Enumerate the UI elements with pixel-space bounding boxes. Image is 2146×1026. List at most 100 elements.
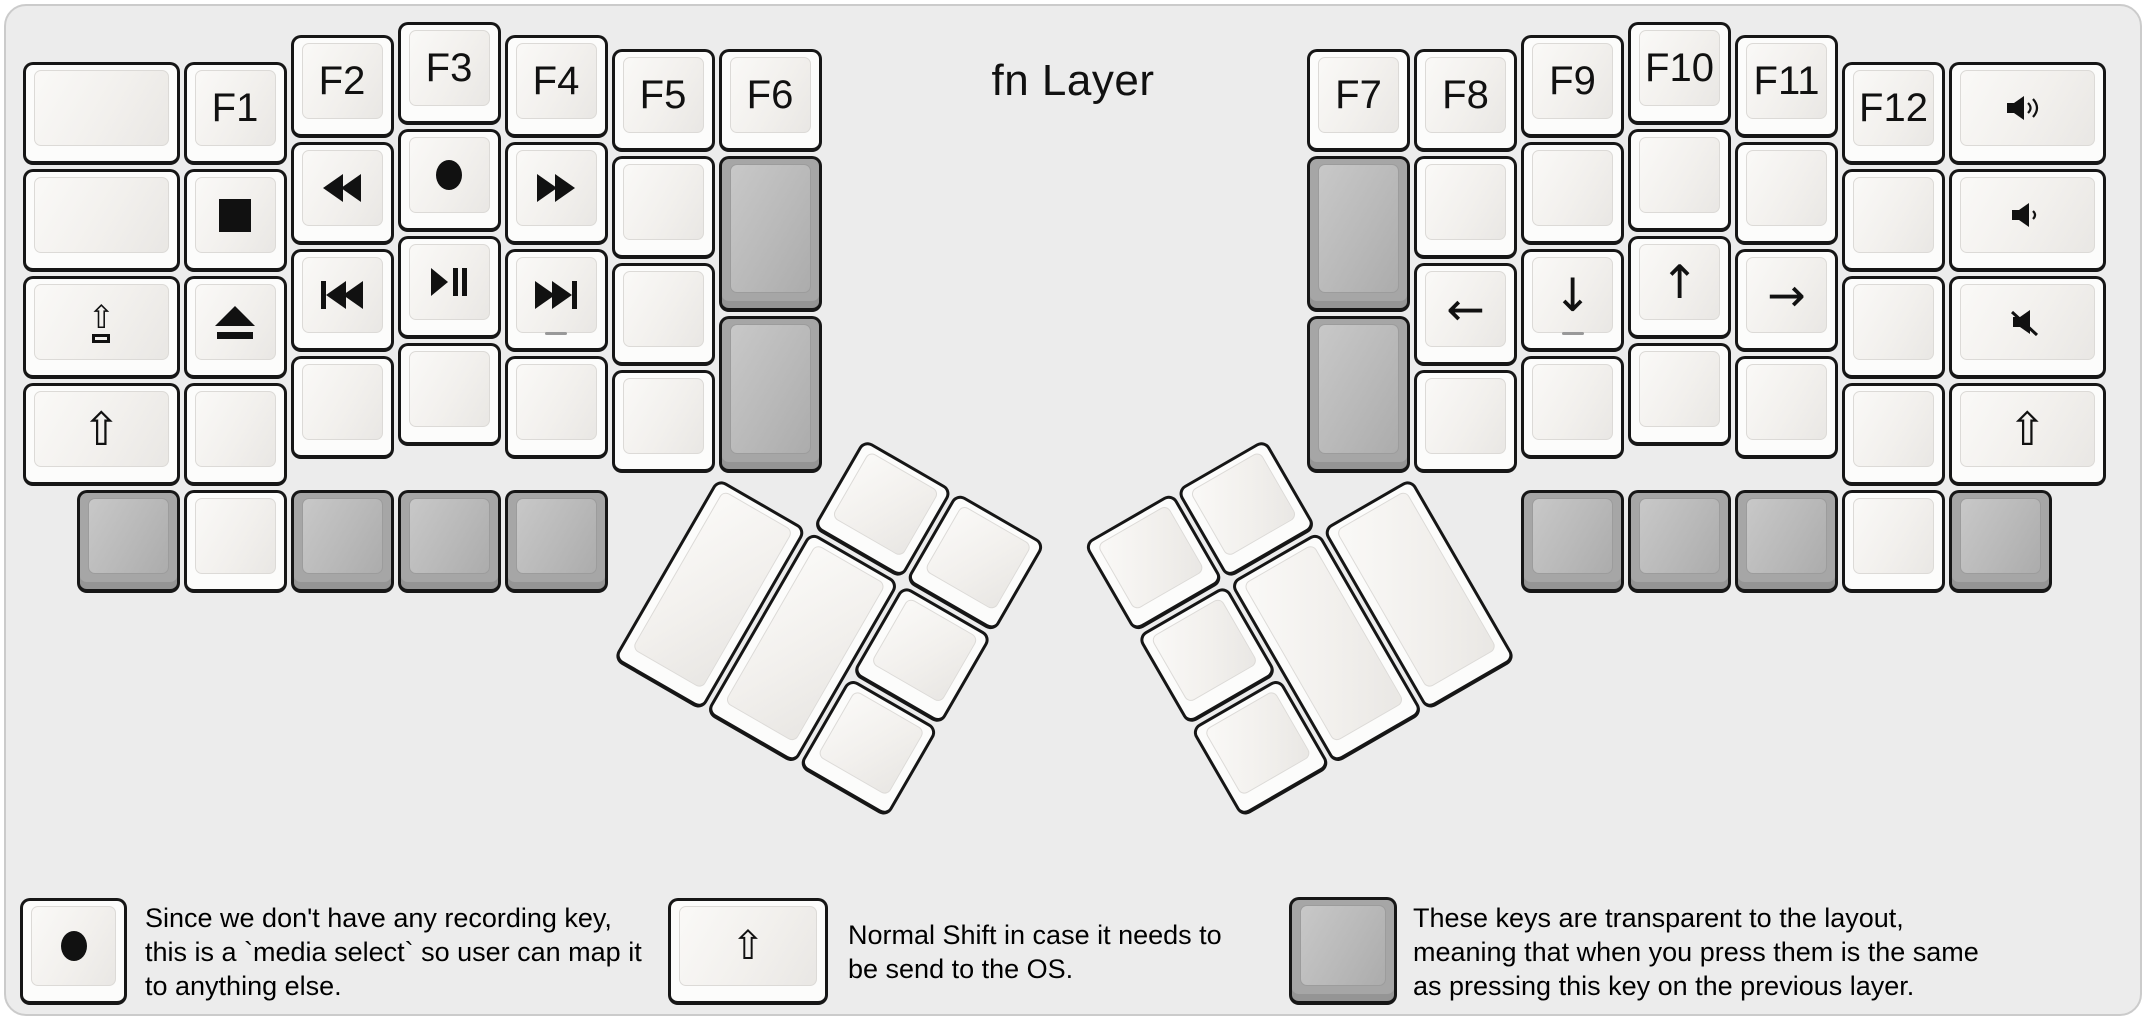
key-blank[interactable] bbox=[611, 369, 715, 473]
key-play-pause[interactable] bbox=[397, 236, 501, 339]
key-f4[interactable]: F4 bbox=[504, 35, 608, 139]
key-mute[interactable] bbox=[1949, 276, 2106, 380]
keycap-surface: F1 bbox=[194, 70, 276, 147]
key-transparent[interactable] bbox=[1628, 490, 1731, 594]
shift-icon: ⇧ bbox=[731, 923, 765, 969]
keycap-surface: ↓ bbox=[1532, 257, 1613, 334]
keycap-surface bbox=[1746, 498, 1827, 575]
key-blank[interactable] bbox=[1842, 276, 1945, 380]
key-caps-lock[interactable]: ⇧ bbox=[23, 276, 180, 380]
legend-text: These keys are transparent to the layout… bbox=[1413, 903, 1979, 1001]
key-volume-down[interactable] bbox=[1949, 169, 2106, 273]
keycap-surface bbox=[408, 498, 490, 575]
keycap-surface bbox=[1425, 377, 1506, 454]
key-arrow-down[interactable]: ↓ bbox=[1521, 249, 1624, 353]
key-arrow-up[interactable]: ↑ bbox=[1628, 236, 1731, 339]
key-blank[interactable] bbox=[504, 356, 608, 460]
key-label: F10 bbox=[1645, 46, 1714, 90]
key-transparent[interactable] bbox=[1307, 316, 1410, 473]
key-blank[interactable] bbox=[611, 155, 715, 259]
key-f6[interactable]: F6 bbox=[718, 48, 822, 152]
key-transparent[interactable] bbox=[1307, 155, 1410, 313]
key-blank[interactable] bbox=[611, 262, 715, 366]
key-f8[interactable]: F8 bbox=[1414, 48, 1517, 152]
key-label: F11 bbox=[1753, 59, 1820, 104]
key-f10[interactable]: F10 bbox=[1628, 22, 1731, 125]
legend-key-record[interactable] bbox=[20, 898, 127, 1005]
key-prev-track[interactable] bbox=[290, 249, 394, 353]
key-blank[interactable] bbox=[290, 356, 394, 460]
key-record[interactable] bbox=[397, 129, 501, 232]
key-f2[interactable]: F2 bbox=[290, 35, 394, 139]
eject-icon bbox=[215, 305, 255, 339]
key-label: F2 bbox=[318, 59, 366, 104]
key-blank[interactable] bbox=[1521, 142, 1624, 246]
caps-lock-arrow: ⇧ bbox=[87, 298, 115, 337]
shift-icon: ⇧ bbox=[81, 402, 121, 457]
keycap-surface bbox=[622, 163, 704, 240]
key-next-track[interactable] bbox=[504, 249, 608, 353]
key-shift-left[interactable]: ⇧ bbox=[23, 383, 180, 487]
key-arrow-left[interactable]: ← bbox=[1414, 262, 1517, 366]
key-volume-up[interactable] bbox=[1949, 62, 2106, 166]
key-blank[interactable] bbox=[1628, 129, 1731, 232]
key-label: F1 bbox=[211, 86, 259, 131]
stop-icon bbox=[219, 198, 251, 232]
keycap-surface bbox=[1532, 364, 1613, 441]
keycap-surface bbox=[408, 244, 490, 320]
keycap-surface: ⇧ bbox=[1960, 391, 2095, 468]
key-eject[interactable] bbox=[183, 276, 287, 380]
key-f7[interactable]: F7 bbox=[1307, 48, 1410, 152]
key-shift-right[interactable]: ⇧ bbox=[1949, 383, 2106, 487]
keycap-surface bbox=[301, 150, 383, 227]
key-transparent[interactable] bbox=[718, 155, 822, 313]
key-rewind[interactable] bbox=[290, 142, 394, 246]
key-blank[interactable] bbox=[1842, 490, 1945, 594]
keycap-surface: F11 bbox=[1746, 43, 1827, 120]
key-blank[interactable] bbox=[23, 169, 180, 273]
caps-lock-icon: ⇧ bbox=[87, 298, 115, 344]
keycap-surface bbox=[194, 284, 276, 361]
legend-key-transparent[interactable] bbox=[1289, 897, 1397, 1005]
key-f11[interactable]: F11 bbox=[1735, 35, 1838, 139]
key-blank[interactable] bbox=[1628, 343, 1731, 446]
key-blank[interactable] bbox=[1414, 369, 1517, 473]
keycap-surface bbox=[1960, 498, 2041, 575]
key-f3[interactable]: F3 bbox=[397, 22, 501, 125]
key-transparent[interactable] bbox=[718, 316, 822, 473]
key-transparent[interactable] bbox=[504, 490, 608, 594]
shift-icon: ⇧ bbox=[2007, 402, 2047, 457]
key-blank[interactable] bbox=[183, 383, 287, 487]
key-f5[interactable]: F5 bbox=[611, 48, 715, 152]
key-transparent[interactable] bbox=[1521, 490, 1624, 594]
key-transparent[interactable] bbox=[76, 490, 180, 594]
key-f9[interactable]: F9 bbox=[1521, 35, 1624, 139]
key-blank[interactable] bbox=[1735, 356, 1838, 460]
key-blank[interactable] bbox=[1414, 155, 1517, 259]
key-blank[interactable] bbox=[1521, 356, 1624, 460]
key-transparent[interactable] bbox=[1949, 490, 2052, 594]
key-blank[interactable] bbox=[183, 490, 287, 594]
legend-key-shift[interactable]: ⇧ bbox=[668, 898, 828, 1005]
keycap-surface bbox=[1425, 163, 1506, 240]
key-blank[interactable] bbox=[1735, 142, 1838, 246]
key-fast-forward[interactable] bbox=[504, 142, 608, 246]
keycap-surface: F2 bbox=[301, 43, 383, 120]
arrow-down-icon: ↓ bbox=[1553, 268, 1592, 323]
key-transparent[interactable] bbox=[1735, 490, 1838, 594]
key-transparent[interactable] bbox=[397, 490, 501, 594]
keycap-surface: ⇧ bbox=[34, 284, 169, 361]
keycap-surface bbox=[31, 906, 116, 986]
key-blank[interactable] bbox=[397, 343, 501, 446]
key-arrow-right[interactable]: → bbox=[1735, 249, 1838, 353]
key-label: F7 bbox=[1335, 72, 1382, 117]
key-blank[interactable] bbox=[23, 62, 180, 166]
key-f12[interactable]: F12 bbox=[1842, 62, 1945, 166]
keycap-surface bbox=[87, 498, 169, 575]
key-blank[interactable] bbox=[1842, 169, 1945, 273]
key-label: F4 bbox=[532, 59, 580, 104]
key-blank[interactable] bbox=[1842, 383, 1945, 487]
key-stop[interactable] bbox=[183, 169, 287, 273]
key-transparent[interactable] bbox=[290, 490, 394, 594]
key-f1[interactable]: F1 bbox=[183, 62, 287, 166]
